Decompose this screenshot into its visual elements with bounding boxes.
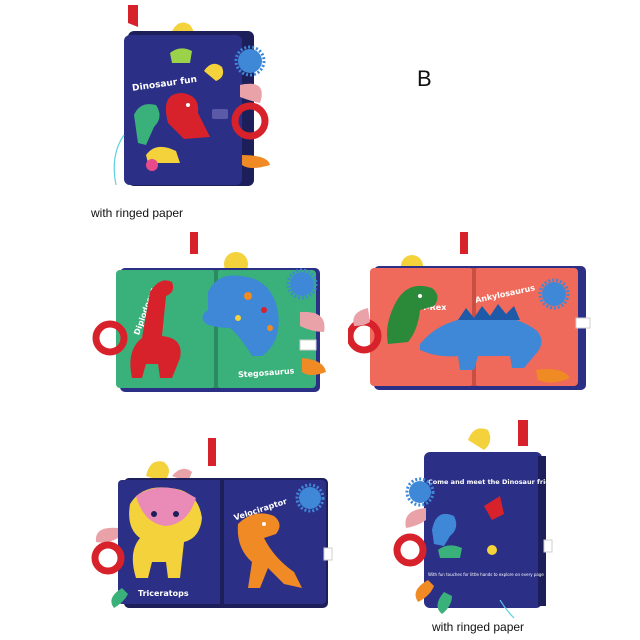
spread1-right-label: Stegosaurus: [238, 366, 295, 379]
cloth-book-back-cover: Come and meet the Dinosaur friends! With…: [393, 420, 558, 619]
back-cover-subtitle: With fun touches for little hands to exp…: [428, 572, 544, 577]
cloth-book-spread-navy: Triceratops Velociraptor: [91, 438, 333, 608]
caption-ringed-paper-top: with ringed paper: [91, 206, 184, 220]
back-cover-title: Come and meet the Dinosaur friends!: [428, 478, 558, 486]
spread2-left-label: T-Rex: [422, 303, 447, 312]
label-b: B: [417, 66, 432, 91]
caption-ringed-paper-bottom: with ringed paper: [432, 620, 525, 634]
cloth-book-spread-green: Diplodocus Stegosaurus: [92, 232, 326, 392]
cloth-book-spread-coral: T-Rex Ankylosaurus: [348, 232, 591, 390]
cloth-book-cover: Dinosaur fun: [113, 5, 270, 186]
spread3-left-label: Triceratops: [138, 589, 189, 598]
